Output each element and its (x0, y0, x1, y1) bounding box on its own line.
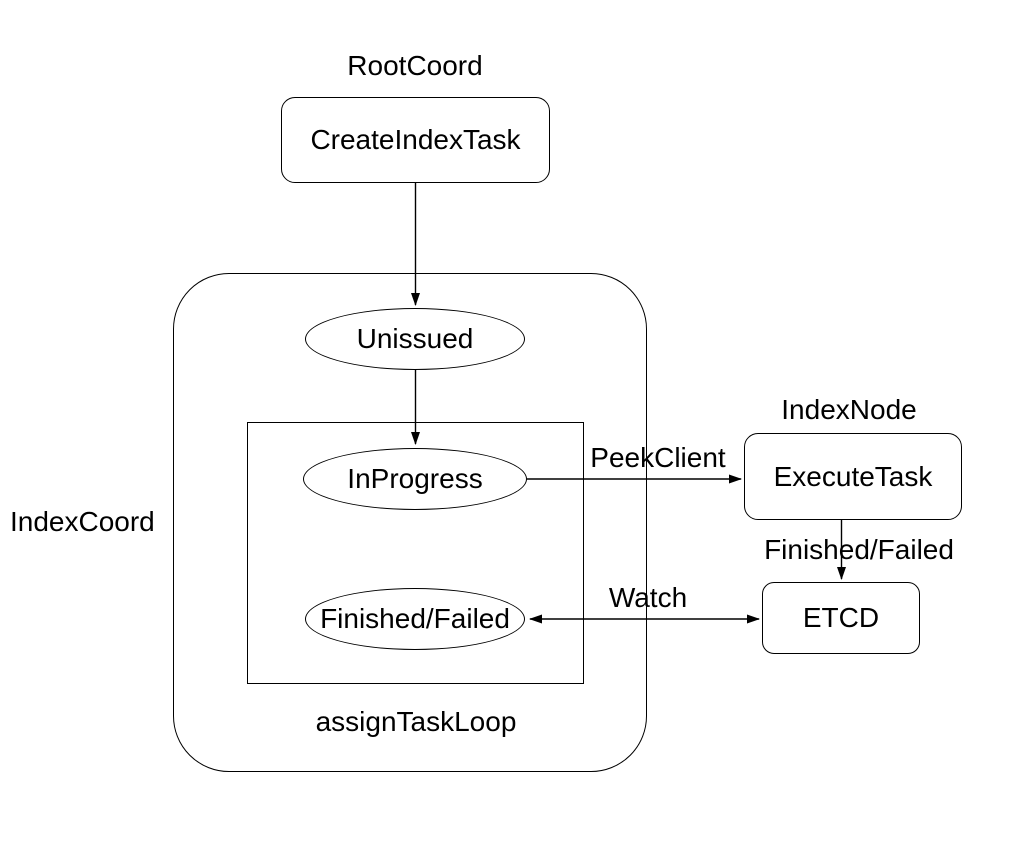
node-create-index-task-label: CreateIndexTask (310, 124, 521, 155)
node-finished-failed: Finished/Failed (305, 588, 525, 650)
node-etcd: ETCD (762, 582, 920, 654)
node-etcd-label: ETCD (802, 602, 880, 633)
group-label-assign-task-loop: assignTaskLoop (315, 706, 517, 737)
edge-label-finished-failed: Finished/Failed (764, 534, 954, 565)
group-label-root-coord: RootCoord (347, 50, 483, 81)
group-label-index-coord: IndexCoord (10, 506, 155, 537)
node-unissued-label: Unissued (356, 323, 474, 354)
edge-label-peek-client: PeekClient (590, 442, 726, 473)
node-execute-task: ExecuteTask (744, 433, 962, 520)
edge-label-watch: Watch (608, 582, 688, 613)
node-unissued: Unissued (305, 308, 525, 370)
node-create-index-task: CreateIndexTask (281, 97, 550, 183)
node-in-progress: InProgress (303, 448, 527, 510)
group-box-index-coord (173, 273, 647, 772)
group-label-index-node: IndexNode (781, 394, 917, 425)
node-in-progress-label: InProgress (347, 463, 483, 494)
node-finished-failed-label: Finished/Failed (320, 603, 510, 634)
node-execute-task-label: ExecuteTask (773, 460, 933, 492)
